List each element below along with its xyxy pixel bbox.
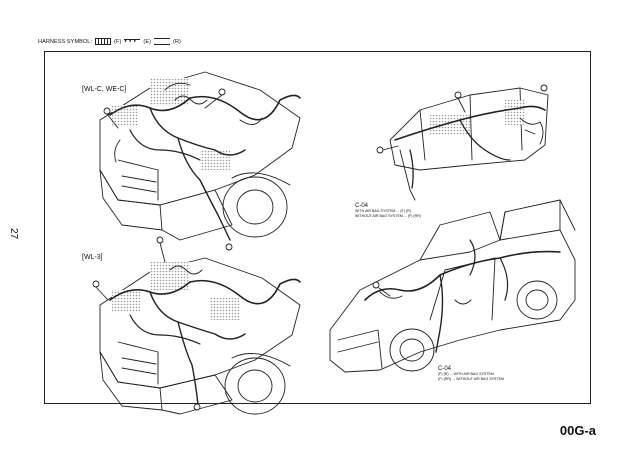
connector-label: C-04 xyxy=(355,203,369,209)
legend-code-r: (R) xyxy=(173,38,181,45)
dotted-band-symbol-icon xyxy=(124,38,141,45)
connector-callout-truck: C-04 (F) (R) ... WITH AIR BAG SYSTEM (F)… xyxy=(438,366,504,382)
legend-code-e: (E) xyxy=(143,38,152,45)
front-view-wl-3 xyxy=(92,236,301,415)
plain-band-symbol-icon xyxy=(154,38,171,45)
connector-note: (F) (R) ... WITH AIR BAG SYSTEM xyxy=(438,372,494,376)
harness-symbol-legend: HARNESS SYMBOL: (F) (E) (R) xyxy=(38,38,181,45)
document-code: 00G-a xyxy=(559,423,596,438)
connector-note: WITHOUT AIR BAG SYSTEM ... (F) (RR) xyxy=(355,214,422,218)
diagram-frame xyxy=(44,51,591,404)
hatched-band-symbol-icon xyxy=(95,38,112,45)
connector-note: WITH AIR BAG SYSTEM ... (F) (R) xyxy=(355,209,411,213)
variant-label-wl-c: [WL-C, WE-C] xyxy=(82,86,127,93)
legend-code-f: (F) xyxy=(114,38,122,45)
variant-label-wl-3: [WL-3] xyxy=(82,254,103,261)
connector-label: C-04 xyxy=(438,366,452,372)
front-view-wl-c xyxy=(99,71,301,251)
pickup-truck-view xyxy=(329,199,576,373)
connector-note: (F) (RR) ... WITHOUT AIR BAG SYSTEM xyxy=(438,377,505,381)
legend-label: HARNESS SYMBOL: xyxy=(38,38,93,45)
connector-callout-dashboard: C-04 WITH AIR BAG SYSTEM ... (F) (R) WIT… xyxy=(355,203,421,219)
dashboard-view xyxy=(376,84,549,201)
